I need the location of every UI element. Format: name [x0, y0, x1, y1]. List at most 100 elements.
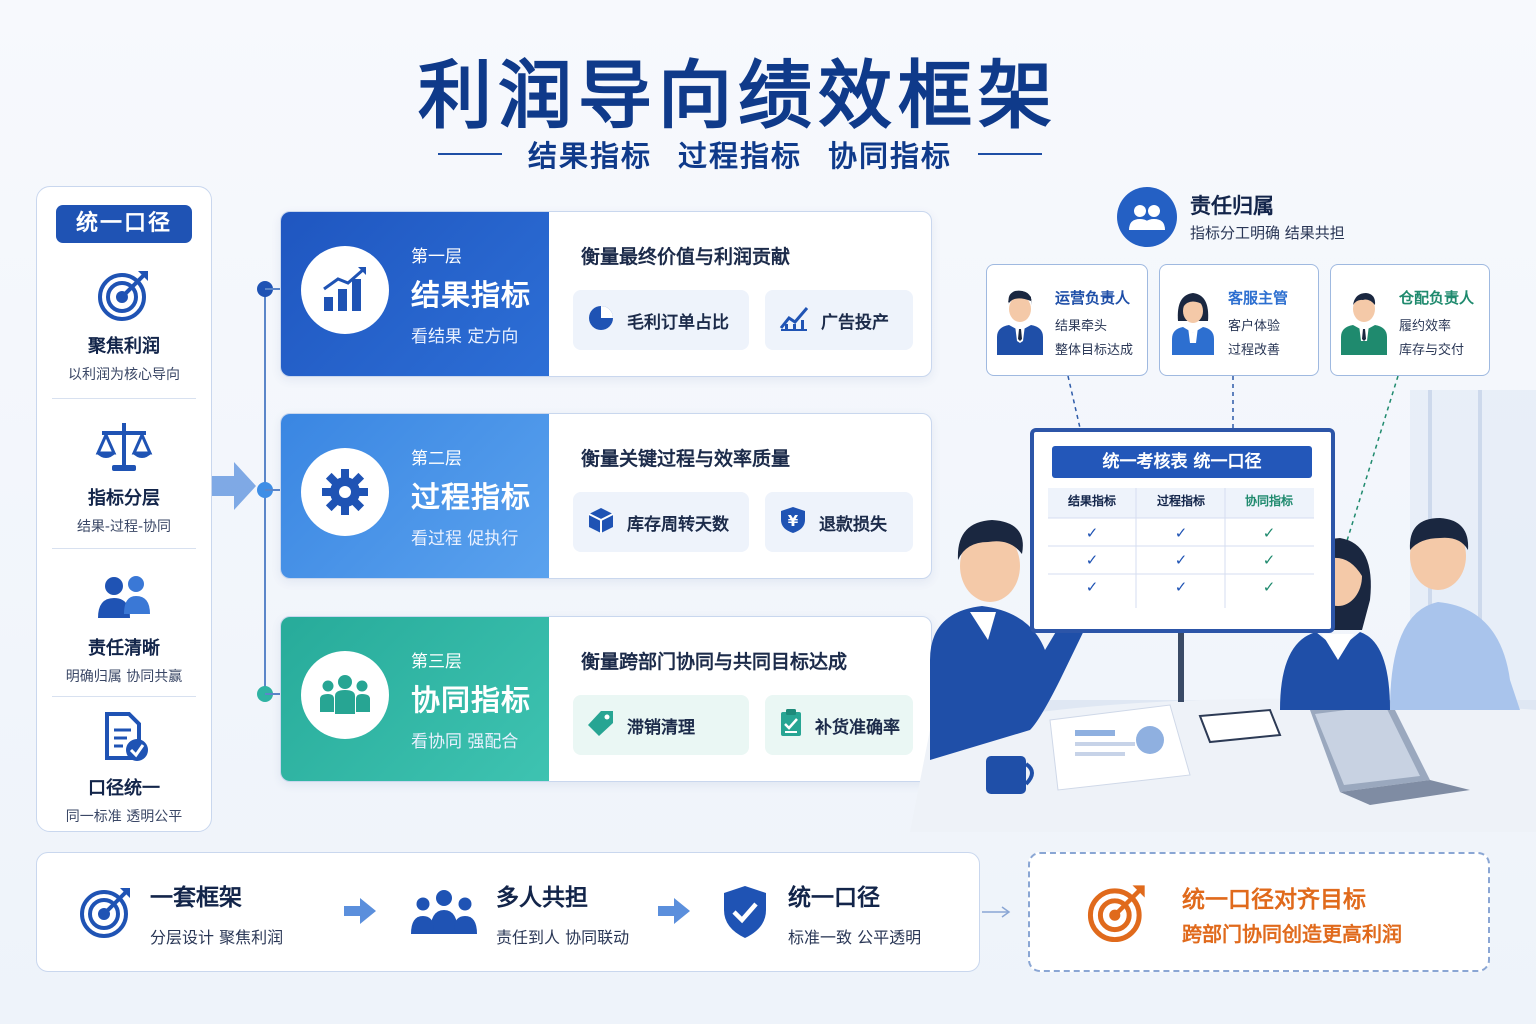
scorecard-column-header: 过程指标	[1156, 494, 1205, 508]
check-icon: ✓	[1174, 551, 1188, 569]
check-icon: ✓	[1085, 578, 1099, 596]
tag-icon	[587, 709, 615, 742]
layer-card-result: 第一层 结果指标 看结果 定方向 衡量最终价值与利润贡献 毛利订单占比 广告投产	[280, 211, 932, 377]
role-duty: 整体目标达成	[1055, 343, 1134, 358]
balance-scale-icon	[52, 420, 196, 474]
metric-label: 毛利订单占比	[627, 312, 729, 333]
layer-header: 第一层 结果指标 看结果 定方向	[281, 212, 549, 376]
summary-desc: 标准一致 公平透明	[788, 928, 922, 947]
layer-card-collab: 第三层 协同指标 看协同 强配合 衡量跨部门协同与共同目标达成 滞销清理 补货准…	[280, 616, 932, 782]
subtitle-collab: 协同指标	[828, 139, 953, 173]
goal-subtitle: 跨部门协同创造更高利润	[1182, 922, 1402, 946]
team-icon	[301, 651, 389, 739]
role-connector-lines	[1067, 376, 1399, 545]
metric-label: 退款损失	[819, 514, 887, 535]
people-icon	[52, 570, 196, 624]
metric-chip: 补货准确率	[765, 695, 913, 755]
trend-chart-icon	[779, 304, 809, 337]
scorecard-title: 统一考核表 统一口径	[1052, 446, 1312, 478]
target-icon	[78, 884, 134, 944]
role-duty: 客户体验	[1228, 319, 1281, 334]
check-icon: ✓	[1085, 551, 1099, 569]
timeline-connector	[265, 288, 281, 290]
principle-desc: 结果-过程-协同	[76, 519, 172, 535]
principle-title: 聚焦利润	[88, 336, 160, 357]
responsibility-subtitle: 指标分工明确 结果共担	[1190, 224, 1345, 242]
responsibility-title: 责任归属	[1190, 194, 1274, 218]
principle-desc: 以利润为核心导向	[68, 367, 180, 383]
people-icon	[410, 888, 478, 940]
timeline-connector	[265, 693, 281, 695]
summary-title: 统一口径	[788, 885, 880, 911]
layer-level: 第三层	[411, 652, 462, 672]
subtitle-divider-left	[437, 153, 502, 155]
people-icon	[1117, 187, 1177, 247]
metric-chip: 滞销清理	[573, 695, 749, 755]
page-title: 利润导向绩效框架	[418, 53, 1058, 139]
box-icon	[587, 506, 615, 539]
principle-title: 口径统一	[88, 778, 160, 799]
metric-label: 广告投产	[821, 312, 889, 333]
layer-name: 协同指标	[411, 683, 532, 717]
yen-shield-icon: ¥	[779, 505, 807, 540]
timeline-connector	[265, 489, 281, 491]
divider	[52, 398, 196, 399]
metric-label: 库存周转天数	[627, 514, 729, 535]
layer-desc: 衡量最终价值与利润贡献	[581, 246, 791, 268]
person-avatar-icon	[1339, 285, 1389, 355]
summary-shared: 多人共担 责任到人 协同联动	[496, 878, 629, 948]
role-duty: 库存与交付	[1399, 343, 1465, 358]
role-duty: 过程改善	[1228, 343, 1281, 358]
svg-text:¥: ¥	[788, 512, 799, 530]
layer-card-process: 第二层 过程指标 看过程 促执行 衡量关键过程与效率质量 库存周转天数 ¥ 退款…	[280, 413, 932, 579]
role-card-operations: 运营负责人 结果牵头 整体目标达成	[986, 264, 1148, 376]
target-icon	[1086, 882, 1148, 948]
arrow-right-icon	[982, 904, 1012, 923]
role-card-customer-service: 客服主管 客户体验 过程改善	[1159, 264, 1319, 376]
clipboard-check-icon	[779, 708, 803, 743]
summary-unified: 统一口径 标准一致 公平透明	[788, 878, 921, 948]
metric-label: 滞销清理	[627, 717, 695, 738]
layer-header: 第二层 过程指标 看过程 促执行	[281, 414, 549, 578]
person-avatar-icon	[995, 285, 1045, 355]
check-icon: ✓	[1262, 578, 1276, 596]
goal-title: 统一口径对齐目标	[1182, 887, 1366, 913]
scorecard-grid	[1048, 488, 1314, 608]
layer-level: 第一层	[411, 247, 462, 267]
summary-framework: 一套框架 分层设计 聚焦利润	[150, 878, 283, 948]
check-icon: ✓	[1174, 524, 1188, 542]
unified-badge: 统一口径	[56, 205, 192, 243]
layer-tagline: 看过程 促执行	[411, 529, 519, 549]
check-icon: ✓	[1262, 524, 1276, 542]
role-duty: 履约效率	[1399, 319, 1452, 334]
check-icon: ✓	[1262, 551, 1276, 569]
metric-chip: 库存周转天数	[573, 492, 749, 552]
metric-chip: 广告投产	[765, 290, 913, 350]
principle-title: 指标分层	[88, 488, 160, 509]
summary-bar	[36, 852, 980, 972]
summary-desc: 分层设计 聚焦利润	[150, 928, 284, 947]
principle-desc: 明确归属 协同共赢	[65, 669, 183, 685]
pie-chart-icon	[587, 304, 615, 337]
flow-arrow-icon	[212, 458, 256, 518]
check-icon: ✓	[1085, 524, 1099, 542]
principle-clear-responsibility: 责任清晰 明确归属 协同共赢	[52, 570, 196, 686]
subtitle-divider-right	[978, 153, 1043, 155]
principle-title: 责任清晰	[88, 638, 160, 659]
shield-check-icon	[722, 884, 768, 944]
layer-name: 结果指标	[411, 278, 532, 312]
goal-callout	[1028, 852, 1490, 972]
layer-desc: 衡量跨部门协同与共同目标达成	[581, 651, 848, 673]
principle-unified-standard: 口径统一 同一标准 透明公平	[52, 710, 196, 826]
role-duty: 结果牵头	[1055, 319, 1108, 334]
divider	[52, 548, 196, 549]
scorecard-column-header: 协同指标	[1244, 494, 1293, 508]
metric-label: 补货准确率	[815, 717, 900, 738]
layer-tagline: 看协同 强配合	[411, 732, 519, 752]
metric-chip: 毛利订单占比	[573, 290, 749, 350]
check-icon: ✓	[1174, 578, 1188, 596]
layer-name: 过程指标	[411, 480, 532, 514]
metric-chip: ¥ 退款损失	[765, 492, 913, 552]
document-check-icon	[52, 710, 196, 764]
layer-level: 第二层	[411, 449, 462, 469]
